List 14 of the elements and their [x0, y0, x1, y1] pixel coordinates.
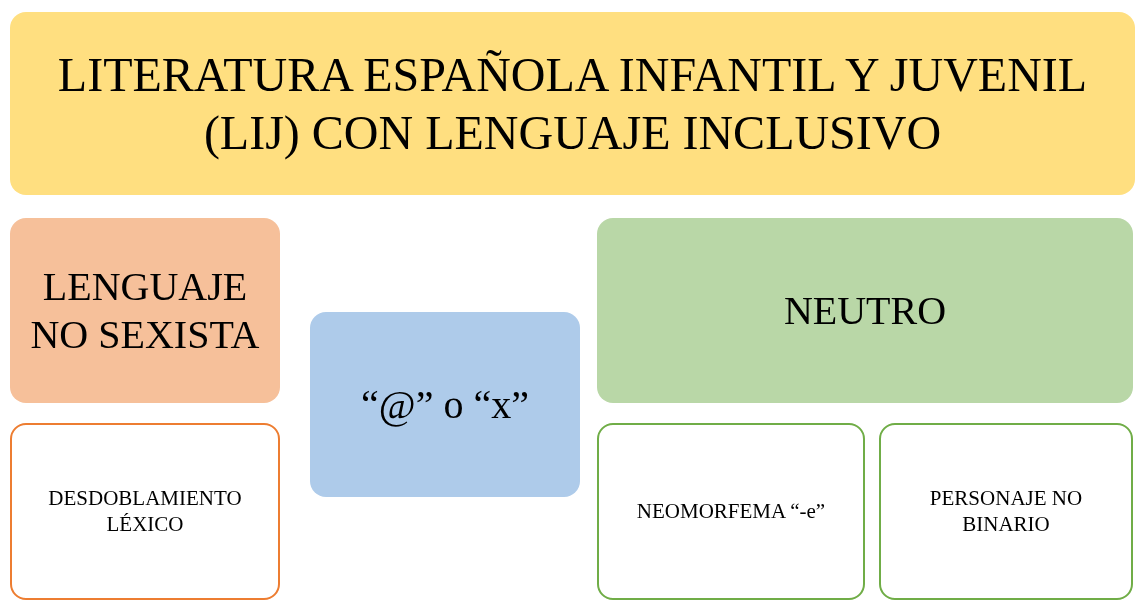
box-label: “@” o “x” — [361, 380, 529, 429]
subcategory-box — [597, 423, 865, 600]
box-label: LENGUAJE NO SEXISTA — [30, 262, 260, 359]
title-text: LITERATURA ESPAÑOLA INFANTIL Y JUVENIL (LIJ) CON LENGUAJE INCLUSIVO — [56, 46, 1089, 162]
category-box — [310, 312, 580, 497]
category-box — [10, 218, 280, 403]
subcategory-box — [10, 423, 280, 600]
box-label: NEOMORFEMA “-e” — [636, 498, 826, 525]
category-box — [597, 218, 1133, 403]
box-label: PERSONAJE NO BINARIO — [928, 486, 1084, 537]
subcategory-box — [879, 423, 1133, 600]
box-label: DESDOBLAMIENTO LÉXICO — [47, 486, 243, 537]
box-label: NEUTRO — [783, 286, 947, 335]
title-banner — [10, 12, 1135, 195]
